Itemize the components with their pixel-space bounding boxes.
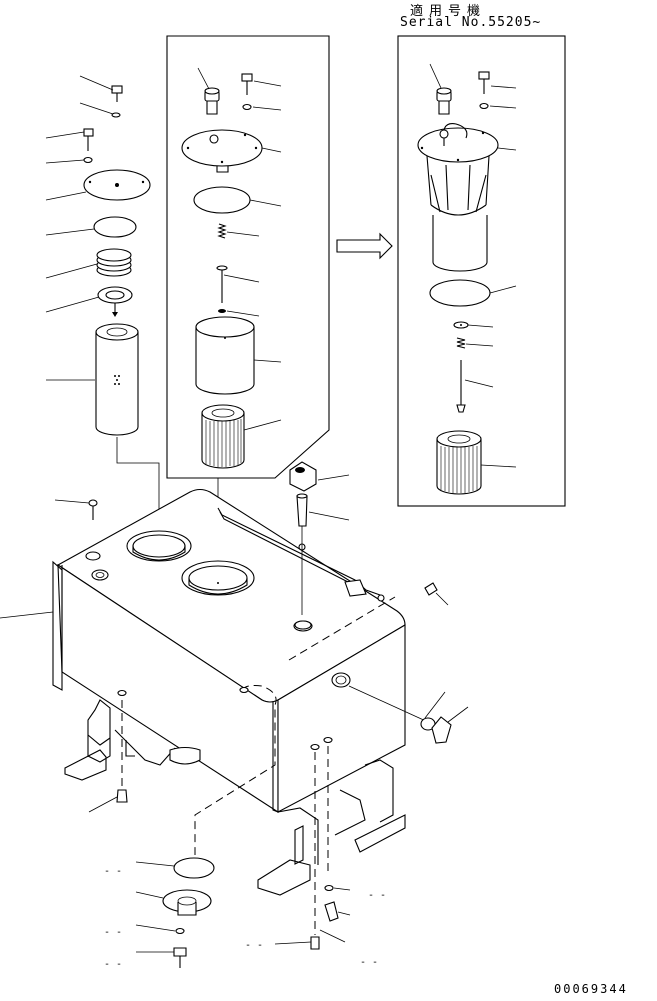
tank-leg-left bbox=[64, 699, 201, 781]
drain-plug-part bbox=[88, 789, 128, 813]
strainer-basket-part bbox=[417, 123, 517, 272]
clip-part bbox=[298, 543, 385, 602]
bolt-part bbox=[241, 73, 282, 95]
legend-dash: - - bbox=[104, 927, 122, 938]
washer-part bbox=[479, 102, 517, 110]
legend-dash: - - bbox=[360, 957, 378, 968]
drain-plug-part bbox=[274, 929, 346, 950]
middle-filter-stack bbox=[181, 67, 282, 555]
drawing-number: 00069344 bbox=[554, 982, 628, 996]
seal-part bbox=[218, 309, 260, 317]
filter-element-part bbox=[436, 430, 517, 495]
drain-cover-part bbox=[135, 857, 215, 879]
case-part bbox=[195, 316, 282, 395]
valve-part bbox=[45, 286, 133, 317]
fitting-part bbox=[424, 582, 449, 606]
valve-rod-part bbox=[456, 360, 494, 413]
cap-part bbox=[424, 691, 469, 744]
legend-dash: - - bbox=[368, 890, 386, 901]
hydraulic-tank-body bbox=[52, 488, 436, 935]
right-filter-stack bbox=[417, 63, 517, 495]
filler-opening bbox=[126, 530, 192, 562]
breather-boss bbox=[85, 551, 109, 581]
washer-part bbox=[45, 156, 93, 164]
filter-opening bbox=[181, 560, 255, 596]
washer-part bbox=[242, 103, 282, 111]
plug-part bbox=[54, 499, 98, 520]
cover-plate-part bbox=[45, 169, 151, 201]
serial-number-label: Serial No.55205~ bbox=[400, 15, 542, 30]
cap-part bbox=[197, 67, 220, 115]
spring-part bbox=[45, 248, 132, 279]
tank-leg-right bbox=[257, 759, 406, 896]
bolt-part bbox=[136, 947, 187, 968]
fitting-part bbox=[324, 901, 351, 922]
o-ring-part bbox=[429, 279, 517, 307]
sensor-part bbox=[289, 461, 350, 492]
washer-part bbox=[453, 321, 494, 329]
bolt-part bbox=[79, 75, 123, 102]
washer-part bbox=[79, 102, 121, 118]
spring-part bbox=[217, 223, 260, 239]
cap-part bbox=[429, 63, 452, 115]
sight-tube-part bbox=[294, 493, 350, 630]
bolt-part bbox=[478, 71, 517, 94]
side-port bbox=[331, 672, 436, 731]
left-filter-stack bbox=[45, 75, 160, 522]
o-ring-part bbox=[45, 216, 137, 238]
applicability-label: 適用号機 bbox=[410, 4, 487, 19]
o-ring-part bbox=[193, 186, 282, 214]
change-arrow-icon bbox=[336, 232, 393, 260]
detail-frame-new-serial bbox=[397, 35, 566, 507]
valve-rod-part bbox=[216, 265, 260, 303]
washer-part bbox=[135, 924, 185, 935]
detail-frame-old-type bbox=[166, 35, 330, 479]
legend-dash: - - bbox=[245, 940, 263, 951]
washer-part bbox=[324, 884, 351, 892]
legend-dash: - - bbox=[104, 959, 122, 970]
filter-element-part bbox=[201, 404, 282, 469]
cover-plate-part bbox=[181, 129, 282, 173]
legend-marks: - - - - - - - - - - - - bbox=[104, 866, 386, 970]
bolt-part bbox=[45, 128, 94, 151]
spring-part bbox=[456, 337, 494, 349]
filter-element-part bbox=[46, 323, 139, 436]
drain-flange-part bbox=[135, 889, 212, 916]
legend-dash: - - bbox=[104, 866, 122, 877]
